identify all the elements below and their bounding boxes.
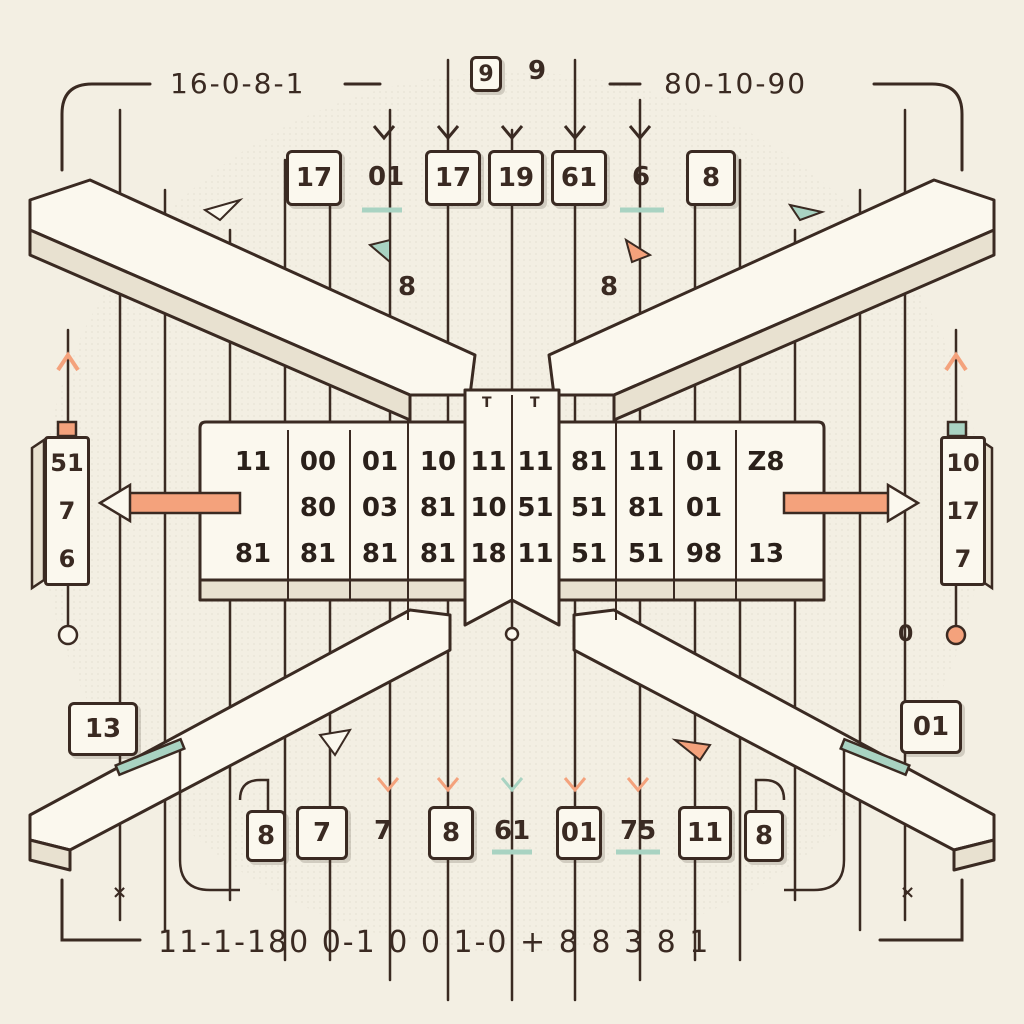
left-arrow — [97, 482, 242, 524]
grid-cell: 11 — [470, 447, 507, 477]
grid-cell: 11 — [517, 447, 554, 477]
top-box-underlines — [362, 207, 664, 855]
top-left-sequence: 16-0-8-1 — [170, 67, 306, 100]
grid-cell: 81 — [299, 539, 337, 569]
bottom-box-4: 8 — [428, 806, 474, 860]
grid-cell: 10 — [470, 493, 507, 523]
corner-mark-right: × — [900, 882, 916, 903]
bottom-box-3: 7 — [374, 816, 393, 846]
beam-lower-right — [572, 608, 996, 872]
top-box-4: 19 — [488, 150, 544, 206]
down-chevrons — [372, 125, 652, 793]
top-box-5: 61 — [551, 150, 607, 206]
bottom-box-6: 01 — [556, 806, 602, 860]
left-panel-value-2: 7 — [58, 497, 76, 525]
right-arrow — [782, 482, 921, 524]
grid-cell: 51 — [627, 539, 665, 569]
right-panel-value-3: 7 — [954, 545, 972, 573]
top-mark-text: 9 — [528, 56, 547, 86]
center-tab-left: T — [482, 395, 492, 411]
top-right-sequence: 80-10-90 — [664, 67, 808, 100]
grid-cell: 81 — [627, 493, 665, 523]
bottom-right-box: 01 — [900, 700, 962, 754]
grid-cell: 80 — [299, 493, 337, 523]
top-box-2: 01 — [368, 162, 405, 192]
left-side-panel-frame — [30, 351, 80, 646]
bottom-box-7: 75 — [620, 816, 657, 846]
grid-cell: 98 — [685, 539, 723, 569]
bottom-left-box: 13 — [68, 702, 138, 756]
outer-frame — [60, 82, 964, 942]
grid-cell: 81 — [419, 493, 457, 523]
float-mark-left: 8 — [398, 272, 417, 302]
bottom-box-1: 8 — [246, 810, 286, 862]
right-panel-value-2: 17 — [946, 497, 980, 525]
top-mark-box: 9 — [470, 56, 502, 92]
grid-cell: 11 — [234, 447, 272, 477]
grid-cell: 13 — [747, 539, 785, 569]
grid-cell: 10 — [419, 447, 457, 477]
bottom-sequence: 11-1-180 0-1 0 0 1-0 + 8 8 3 8 1 — [158, 925, 711, 960]
corner-mark-circle: 0 — [898, 622, 914, 647]
grid-cell: Z8 — [747, 447, 785, 477]
bottom-box-2: 7 — [296, 806, 348, 860]
grid-cell: 51 — [570, 539, 608, 569]
corner-mark-left: × — [112, 882, 128, 903]
grid-cell: 18 — [470, 539, 507, 569]
left-panel-value-1: 51 — [50, 449, 84, 477]
bottom-slots — [114, 737, 911, 777]
panel-hinge-dot — [504, 626, 520, 642]
beam-upper-left — [28, 178, 477, 422]
grid-cell: 81 — [419, 539, 457, 569]
top-box-1: 17 — [286, 150, 342, 206]
grid-cell: 81 — [234, 539, 272, 569]
grid-cell: 01 — [685, 493, 723, 523]
center-tab-right: T — [530, 395, 540, 411]
beam-lower-left — [28, 608, 452, 872]
grid-cell: 11 — [627, 447, 665, 477]
grid-cell: 51 — [517, 493, 554, 523]
grid-cell: 01 — [361, 447, 399, 477]
bottom-box-8: 11 — [678, 806, 732, 860]
left-side-panel: 51 7 6 — [44, 436, 90, 586]
left-panel-value-3: 6 — [58, 545, 76, 573]
float-mark-right: 8 — [600, 272, 619, 302]
right-panel-value-1: 10 — [946, 449, 980, 477]
grid-cell: 81 — [361, 539, 399, 569]
top-box-6: 6 — [632, 162, 651, 192]
bottom-brackets — [178, 740, 846, 892]
grid-cell: 01 — [685, 447, 723, 477]
grid-cell: 51 — [570, 493, 608, 523]
bottom-box-9: 8 — [744, 810, 784, 862]
bottom-box-5: 61 — [494, 816, 531, 846]
right-side-panel: 10 17 7 — [940, 436, 986, 586]
grid-cell: 81 — [570, 447, 608, 477]
grid-cell: 00 — [299, 447, 337, 477]
top-box-3: 17 — [425, 150, 481, 206]
grid-cell: 03 — [361, 493, 399, 523]
pennant-flags — [202, 197, 826, 762]
top-box-7: 8 — [686, 150, 736, 206]
panel-dividers — [287, 395, 737, 625]
grid-cell: 11 — [517, 539, 554, 569]
